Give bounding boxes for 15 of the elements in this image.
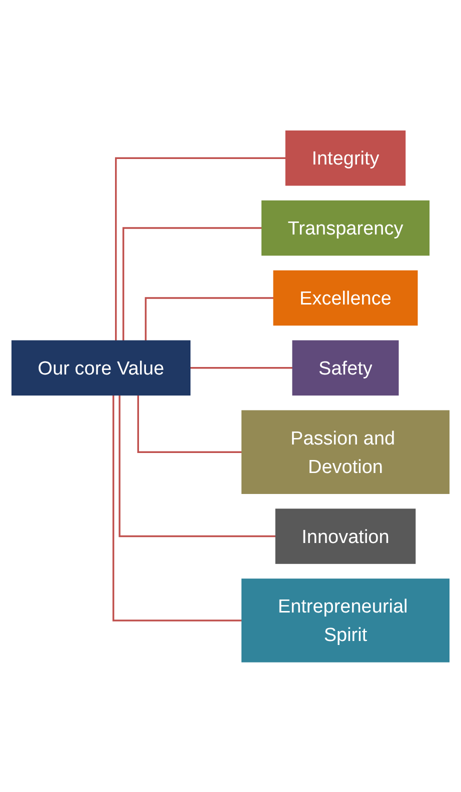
node-box: Innovation xyxy=(275,508,416,564)
node-box: Safety xyxy=(292,340,399,396)
connector xyxy=(189,366,293,368)
connector xyxy=(122,226,262,340)
node-box: Transparency xyxy=(261,200,430,256)
node-box: Our core Value xyxy=(11,340,190,396)
node-box: Excellence xyxy=(273,270,418,326)
connector xyxy=(137,394,242,453)
connector xyxy=(144,296,274,340)
node-box: Entrepreneurial Spirit xyxy=(241,578,450,662)
connector xyxy=(112,394,242,621)
node-box: Integrity xyxy=(285,130,406,186)
connector xyxy=(118,394,276,537)
node-box: Passion and Devotion xyxy=(241,410,450,494)
connector xyxy=(115,156,286,340)
